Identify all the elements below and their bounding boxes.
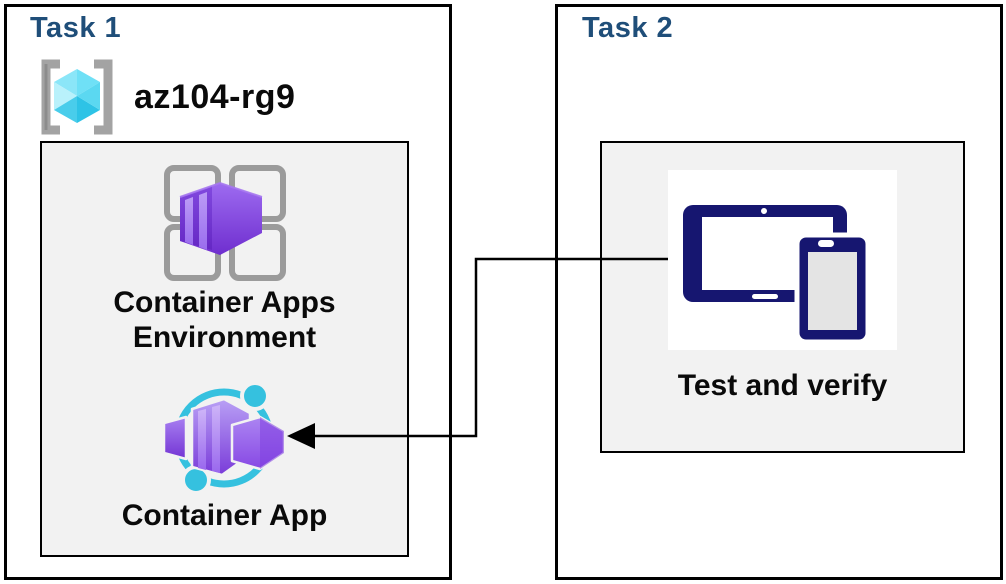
app-containers: [162, 397, 285, 477]
resource-group-icon: [41, 59, 113, 135]
task2-title: Task 2: [582, 12, 674, 44]
resource-group-name: az104-rg9: [134, 77, 296, 116]
container-apps-environment-label: Container Apps Environment: [113, 286, 336, 354]
phone-icon: [794, 232, 871, 345]
container-app-icon: [162, 381, 285, 495]
container-app-label: Container App: [121, 499, 328, 532]
test-and-verify-label: Test and verify: [677, 369, 888, 402]
cube: [54, 69, 100, 123]
resource-group: az104-rg9: [32, 56, 295, 138]
bracket-shade: [44, 62, 60, 132]
environment-panel: Container Apps Environment: [40, 141, 409, 557]
bracket-right: [94, 59, 113, 135]
environment-container: [179, 181, 262, 255]
container-apps-environment-icon: [163, 165, 286, 281]
ring-node-top: [239, 381, 270, 411]
test-and-verify-panel: Test and verify: [600, 141, 965, 453]
task1-title: Task 1: [30, 12, 122, 44]
devices-icon-background: [668, 170, 897, 350]
devices-icon: [683, 205, 871, 345]
container-stripes: [197, 405, 220, 473]
